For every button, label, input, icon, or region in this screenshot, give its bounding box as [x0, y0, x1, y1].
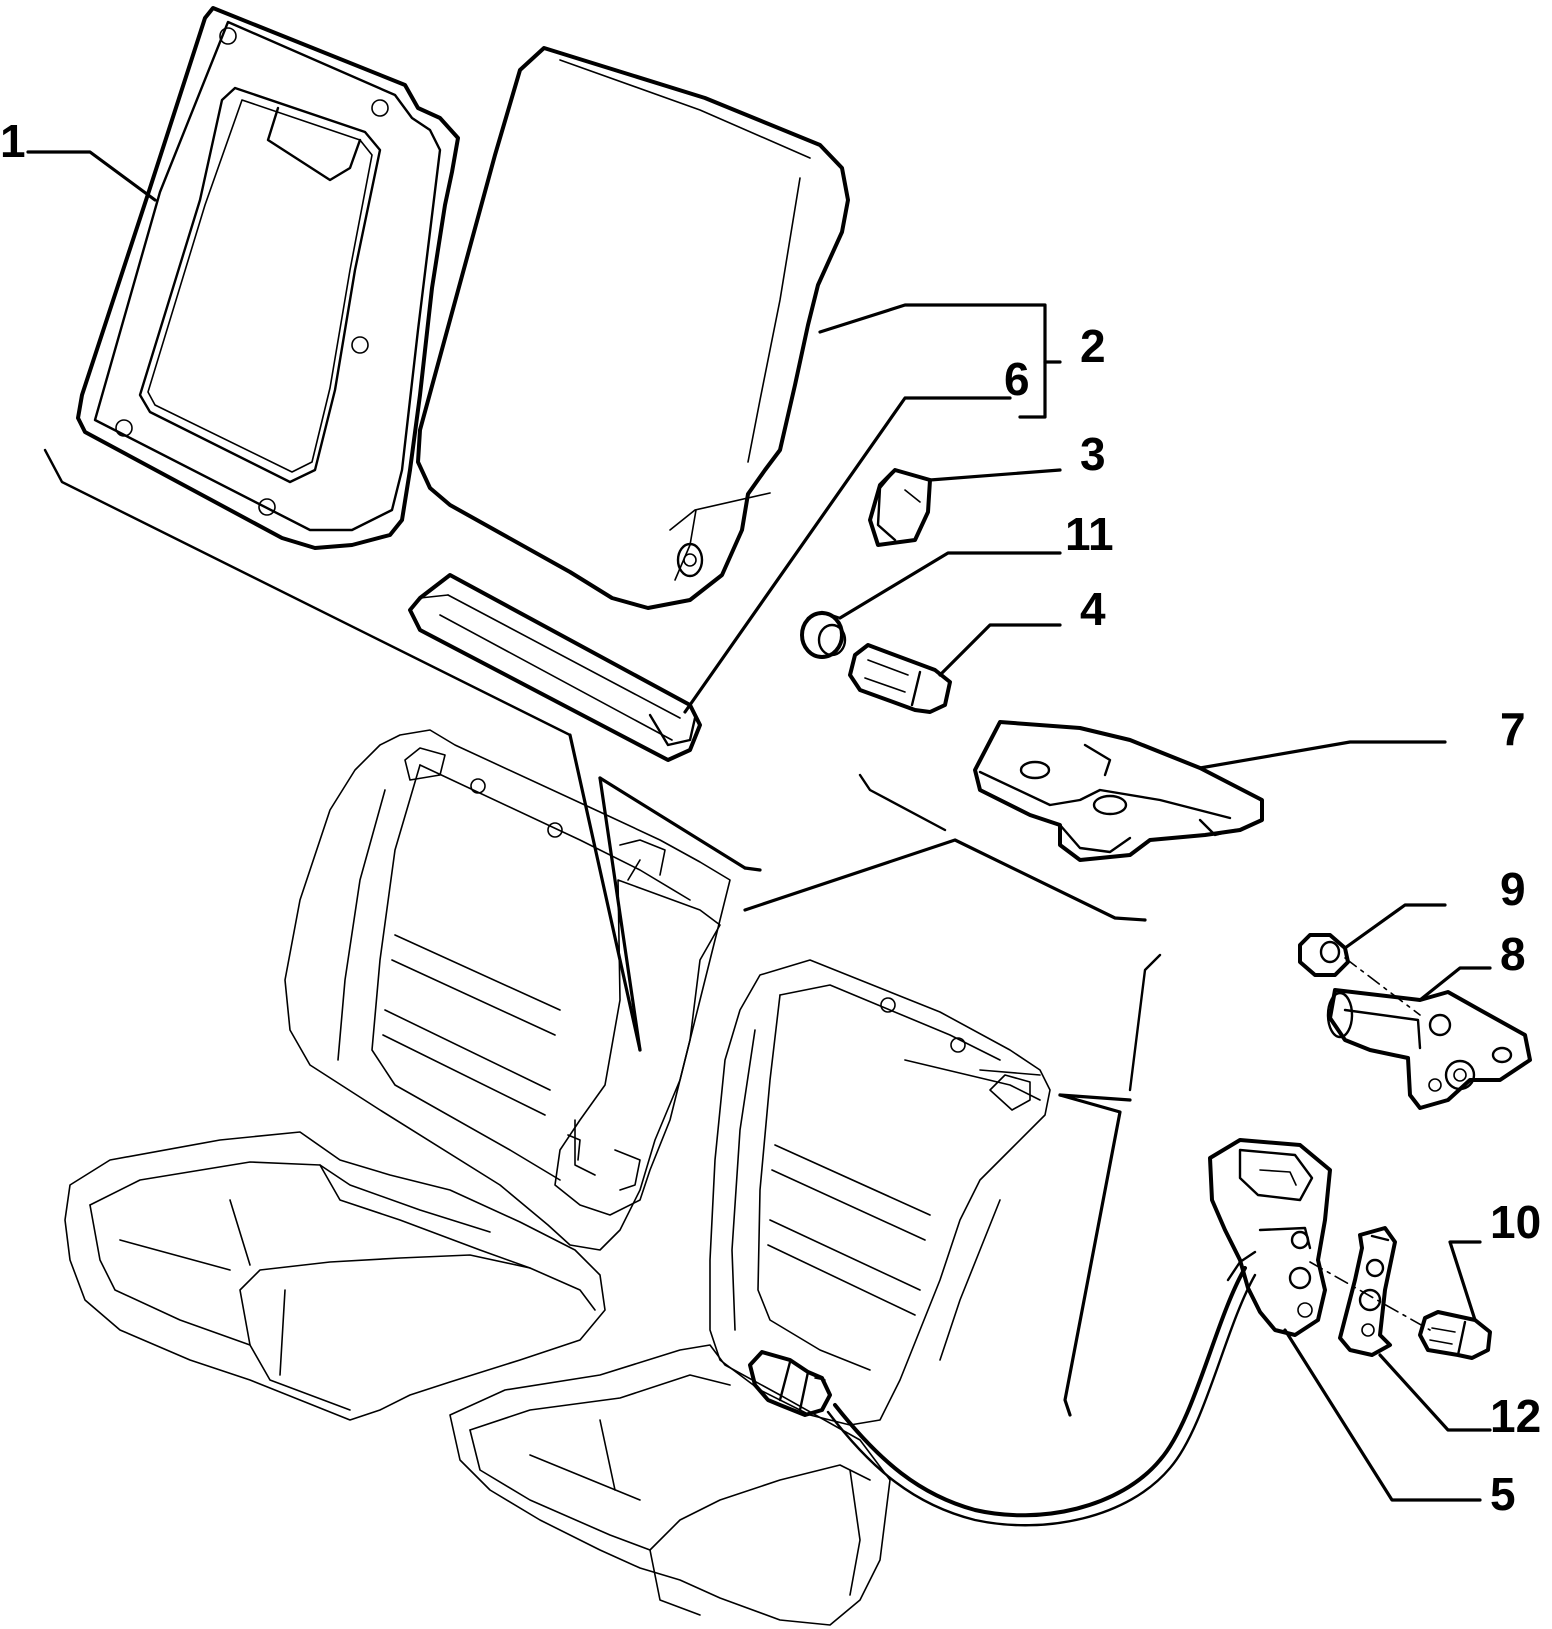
part-4-pin: [848, 643, 952, 714]
part-11-grommet: [800, 610, 847, 659]
part-3-clip: [868, 468, 932, 547]
assembly-axes: [1309, 957, 1431, 1331]
callout-4: 4: [1080, 583, 1106, 635]
part-6-trim-strip: [408, 573, 702, 762]
callout-6: 6: [1004, 353, 1030, 405]
part-1-backrest-panel: [76, 6, 460, 550]
right-seat-cushion: [449, 1344, 891, 1626]
left-seat-back: [284, 729, 731, 1251]
part-12-striker-plate: [1338, 1226, 1397, 1357]
right-seat-back: [709, 959, 1051, 1426]
callout-10: 10: [1490, 1196, 1541, 1248]
release-cable: [826, 1266, 1257, 1527]
part-9-nut: [1298, 933, 1350, 977]
part-7-hinge-bracket: [973, 720, 1264, 862]
callout-11: 11: [1065, 508, 1114, 560]
left-seat-cushion: [64, 1131, 606, 1421]
callout-1: 1: [0, 115, 26, 167]
part-8-latch-plate: [1326, 988, 1532, 1110]
callout-labels: 1 2 6 3 11 4 7 9 8 10 12 5: [0, 115, 1541, 1520]
callout-3: 3: [1080, 428, 1106, 480]
callout-7: 7: [1500, 703, 1526, 755]
callout-2: 2: [1080, 320, 1106, 372]
construction-lines: [43, 448, 1162, 1417]
part-5-release-lever: [1208, 1138, 1332, 1337]
callout-5: 5: [1490, 1468, 1516, 1520]
part-10-screw: [1418, 1310, 1492, 1360]
leader-lines: [26, 150, 1492, 1502]
callout-12: 12: [1490, 1390, 1541, 1442]
callout-9: 9: [1500, 863, 1526, 915]
callout-8: 8: [1500, 928, 1526, 980]
part-2-backrest-cushion: [416, 46, 850, 610]
